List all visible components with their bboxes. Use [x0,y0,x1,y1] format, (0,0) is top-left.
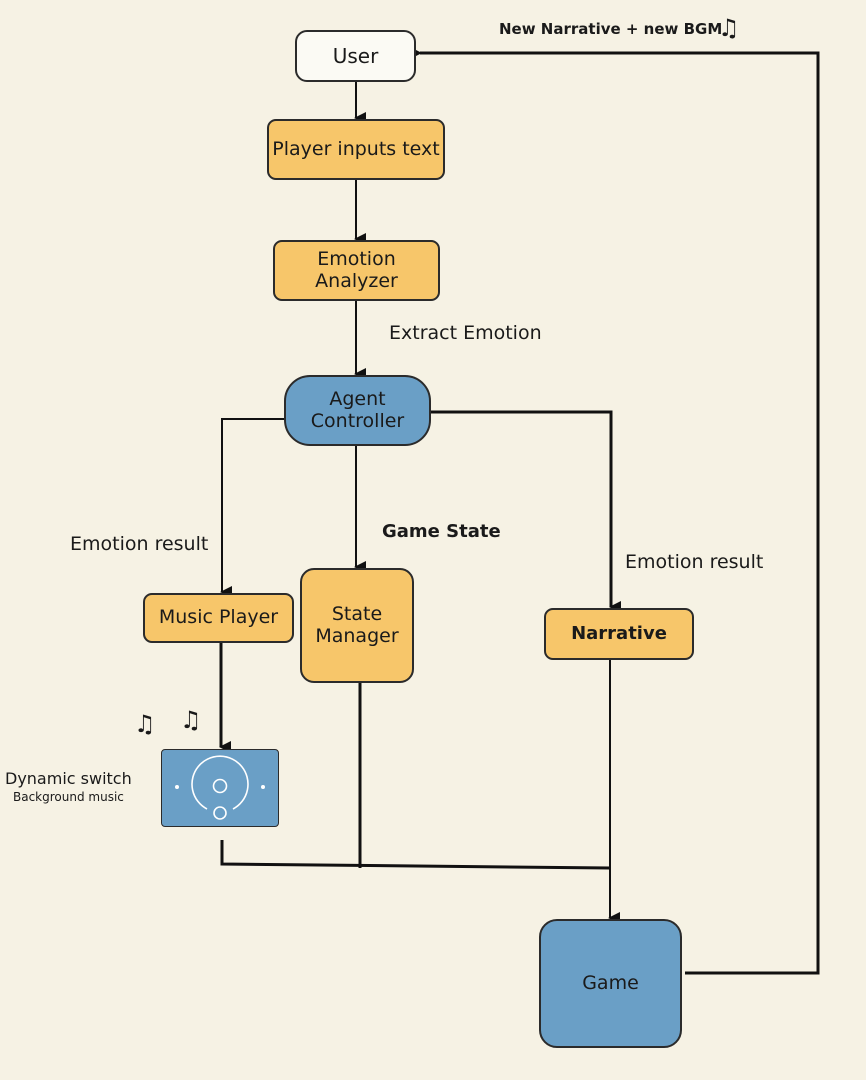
player-inputs-label: Player inputs text [272,137,440,160]
disc-switch-icon [175,755,265,820]
game-label: Game [582,971,639,994]
music-note-icon: ♫ [718,14,740,42]
state-manager-label-line2: Manager [315,624,399,647]
agent-controller-label-line2: Controller [310,409,405,432]
dynamic-switch-title: Dynamic switch [5,769,132,788]
edge-switch-to-bus [220,840,611,870]
narrative-label: Narrative [571,622,667,644]
music-note-icon: ♫ [134,710,156,738]
state-manager-node: State Manager [300,568,414,683]
edge-label-emotion-result-right: Emotion result [625,551,764,573]
edge-label-emotion-result-left: Emotion result [70,533,209,555]
emotion-analyzer-label: Emotion Analyzer [315,247,398,292]
music-switch-node [161,749,279,827]
music-note-icon: ♫ [180,706,202,734]
user-node-label: User [332,43,379,68]
game-node: Game [539,919,682,1048]
edge-label-game-state: Game State [382,521,501,542]
music-player-node: Music Player [143,593,294,643]
edge-label-extract-emotion: Extract Emotion [389,322,542,344]
player-inputs-node: Player inputs text [267,119,445,180]
narrative-node: Narrative [544,608,694,660]
agent-controller-label-line1: Agent [329,387,386,410]
dynamic-switch-subtitle: Background music [13,790,124,804]
edge-label-feedback: New Narrative + new BGM [499,20,723,38]
edge-game-to-user [408,46,820,975]
edge-agent-to-music [220,418,285,598]
edge-agent-to-narrative [430,410,621,613]
agent-controller-node: Agent Controller [284,375,431,446]
user-node: User [295,30,416,82]
music-player-label: Music Player [158,606,279,629]
emotion-analyzer-node: Emotion Analyzer [273,240,440,301]
state-manager-label-line1: State [331,602,383,625]
